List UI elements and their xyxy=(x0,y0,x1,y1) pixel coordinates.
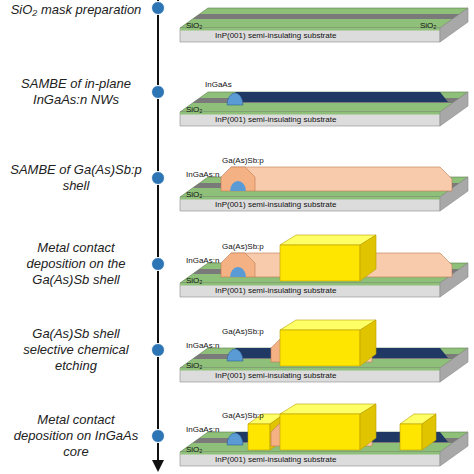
material-label: Ga(As)Sb:p xyxy=(222,242,264,251)
step-label: Metal contact deposition on the Ga(As)Sb… xyxy=(10,240,142,288)
material-label: SiO₂ xyxy=(186,21,202,30)
step-label: Metal contact deposition on InGaAs core xyxy=(10,412,142,460)
material-label: SiO₂ xyxy=(186,276,202,285)
material-label: SiO₂ xyxy=(420,21,436,30)
material-label: SiO₂ xyxy=(186,361,202,370)
material-label: InGaAs:n xyxy=(186,341,219,350)
material-label: InGaAs:n xyxy=(186,170,219,179)
substrate-label: InP(001) semi-insulating substrate xyxy=(215,31,336,40)
step-label: SAMBE of Ga(As)Sb:p shell xyxy=(10,162,142,194)
material-label: SiO₂ xyxy=(186,445,202,454)
timeline xyxy=(152,0,165,472)
step-5-panel xyxy=(180,320,468,382)
material-label: SiO₂ xyxy=(186,190,202,199)
step-2-panel xyxy=(180,92,468,126)
step-label: Ga(As)Sb shell selective chemical etchin… xyxy=(10,326,142,374)
substrate-label: InP(001) semi-insulating substrate xyxy=(215,286,336,295)
substrate-label: InP(001) semi-insulating substrate xyxy=(215,371,336,380)
material-label: InGaAs:n xyxy=(186,425,219,434)
material-label: Ga(As)Sb:p xyxy=(222,411,264,420)
step-1-panel xyxy=(180,8,468,42)
material-label: SiO₂ xyxy=(186,105,202,114)
material-label: InGaAs:n xyxy=(186,256,219,265)
substrate-label: InP(001) semi-insulating substrate xyxy=(215,200,336,209)
step-6-panel xyxy=(180,404,468,466)
step-label: SiO₂ mask preparation xyxy=(10,2,142,18)
substrate-label: InP(001) semi-insulating substrate xyxy=(215,115,336,124)
step-3-panel xyxy=(180,167,468,211)
material-label: Ga(As)Sb:p xyxy=(222,156,264,165)
step-label: SAMBE of in-plane InGaAs:n NWs xyxy=(10,76,142,108)
substrate-label: InP(001) semi-insulating substrate xyxy=(215,455,336,464)
material-label: InGaAs xyxy=(205,80,232,89)
step-4-panel xyxy=(180,235,468,297)
material-label: Ga(As)Sb:p xyxy=(222,327,264,336)
